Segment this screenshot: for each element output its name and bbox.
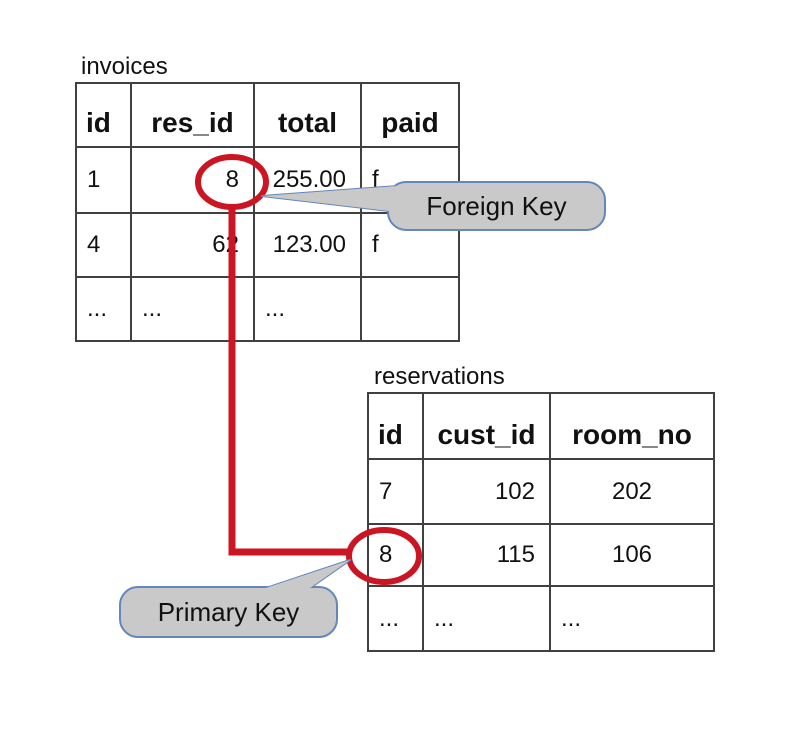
reservations-table-title: reservations [374, 363, 505, 390]
table-cell: 1 [75, 146, 132, 214]
table-cell: ... [130, 276, 255, 342]
table-cell: 62 [130, 212, 255, 278]
column-header-res-id: res_id [130, 82, 255, 148]
table-cell: 4 [75, 212, 132, 278]
table-header-row: id cust_id room_no [367, 392, 715, 460]
table-header-row: id res_id total paid [75, 82, 460, 148]
table-cell: 123.00 [253, 212, 362, 278]
table-cell [360, 276, 460, 342]
reservations-table: id cust_id room_no 7 102 202 8 115 106 .… [367, 392, 715, 652]
table-cell: 106 [549, 523, 715, 587]
invoices-table-title: invoices [81, 53, 168, 80]
primary-key-callout-label: Primary Key [157, 596, 300, 627]
table-cell: ... [422, 585, 551, 652]
column-header-cust-id: cust_id [422, 392, 551, 460]
table-cell: ... [549, 585, 715, 652]
column-header-total: total [253, 82, 362, 148]
foreign-key-callout-label: Foreign Key [426, 190, 567, 221]
column-header-id: id [75, 82, 132, 148]
table-cell: ... [367, 585, 424, 652]
table-cell: ... [75, 276, 132, 342]
table-cell: 102 [422, 458, 551, 525]
column-header-room-no: room_no [549, 392, 715, 460]
column-header-paid: paid [360, 82, 460, 148]
table-cell: 202 [549, 458, 715, 525]
table-cell-pk-value: 8 [367, 523, 424, 587]
column-header-id: id [367, 392, 424, 460]
table-cell: ... [253, 276, 362, 342]
table-cell: 115 [422, 523, 551, 587]
table-cell: 255.00 [253, 146, 362, 214]
table-cell: 7 [367, 458, 424, 525]
table-row: 8 115 106 [367, 523, 715, 587]
table-cell-fk-value: 8 [130, 146, 255, 214]
table-row: ... ... ... [75, 276, 460, 342]
table-row: ... ... ... [367, 585, 715, 652]
table-row: 7 102 202 [367, 458, 715, 525]
